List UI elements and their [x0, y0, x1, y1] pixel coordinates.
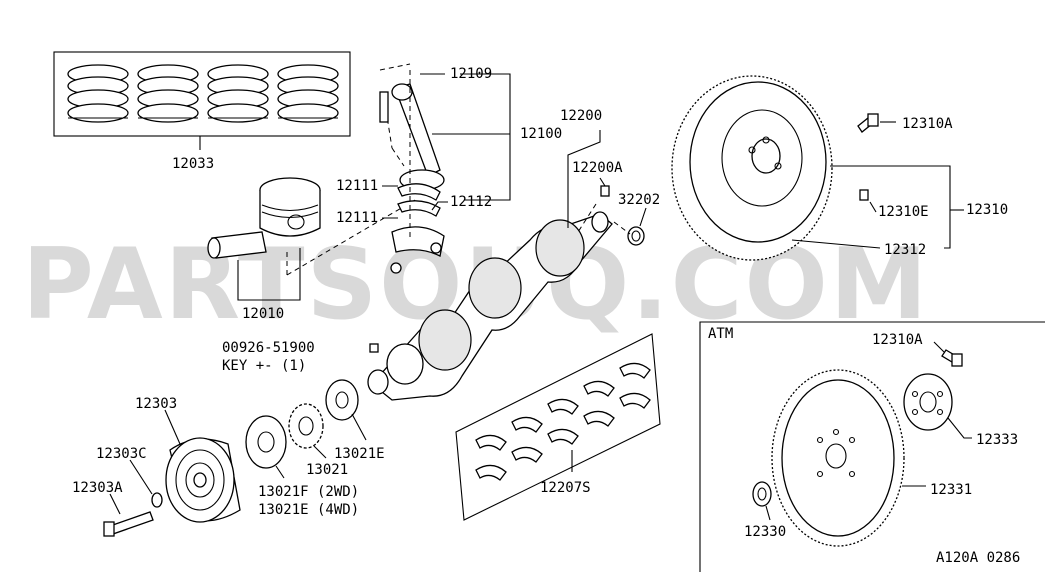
crank-sprocket[interactable] — [288, 403, 324, 449]
label-12312: 12312 — [884, 242, 926, 258]
dowel-pin[interactable] — [859, 189, 869, 201]
pulley-bolt[interactable] — [103, 511, 154, 537]
label-12100: 12100 — [520, 126, 562, 142]
con-rod-nut[interactable] — [390, 242, 442, 274]
label-12330: 12330 — [744, 524, 786, 540]
label-12112: 12112 — [450, 194, 492, 210]
label-12111-upper: 12111 — [336, 178, 378, 194]
con-rod-bearing-upper[interactable] — [397, 183, 441, 201]
atm-title: ATM — [708, 326, 733, 342]
atm-section: ATM — [699, 321, 1045, 572]
label-13021e-4wd: 13021E (4WD) — [258, 502, 359, 518]
label-13021f-2wd: 13021F (2WD) — [258, 484, 359, 500]
pilot-bushing[interactable] — [627, 226, 645, 246]
piston-pin[interactable] — [207, 231, 267, 259]
label-12033: 12033 — [172, 156, 214, 172]
label-13021e: 13021E — [334, 446, 385, 462]
con-rod-bearing-lower[interactable] — [397, 200, 441, 217]
flywheel[interactable] — [671, 75, 833, 261]
label-12331: 12331 — [930, 482, 972, 498]
crankshaft[interactable] — [367, 211, 613, 401]
crank-plug[interactable] — [600, 185, 610, 197]
label-atm-12310a: 12310A — [872, 332, 923, 348]
atm-flywheel-bolt[interactable] — [941, 349, 963, 367]
connecting-rod[interactable] — [385, 83, 445, 191]
woodruff-key[interactable] — [369, 343, 379, 353]
label-12310e: 12310E — [878, 204, 929, 220]
atm-drive-plate[interactable] — [771, 369, 905, 547]
label-12303: 12303 — [135, 396, 177, 412]
label-key: KEY +- (1) — [222, 358, 306, 374]
label-12010: 12010 — [242, 306, 284, 322]
label-00926-51900: 00926-51900 — [222, 340, 315, 356]
label-12310a: 12310A — [902, 116, 953, 132]
label-12303c: 12303C — [96, 446, 147, 462]
label-12111-lower: 12111 — [336, 210, 378, 226]
flywheel-bolt[interactable] — [857, 113, 879, 133]
atm-reinforcement-plate[interactable] — [903, 373, 953, 431]
diagram-code: A120A 0286 — [936, 550, 1020, 566]
piston-ring-set[interactable] — [53, 51, 351, 137]
label-12207s: 12207S — [540, 480, 591, 496]
oil-thrower[interactable] — [245, 415, 287, 469]
label-12303a: 12303A — [72, 480, 123, 496]
pulley-washer[interactable] — [151, 492, 163, 508]
label-12310: 12310 — [966, 202, 1008, 218]
label-12333: 12333 — [976, 432, 1018, 448]
con-rod-bolt[interactable] — [379, 91, 389, 123]
main-bearing-set[interactable] — [455, 333, 661, 521]
piston[interactable] — [259, 177, 321, 237]
crank-pulley[interactable] — [165, 437, 241, 523]
label-13021: 13021 — [306, 462, 348, 478]
atm-pilot-converter[interactable] — [752, 481, 772, 507]
label-12200a: 12200A — [572, 160, 623, 176]
label-32202: 32202 — [618, 192, 660, 208]
crank-plate-13021e[interactable] — [325, 379, 359, 421]
label-12109: 12109 — [450, 66, 492, 82]
label-12200: 12200 — [560, 108, 602, 124]
